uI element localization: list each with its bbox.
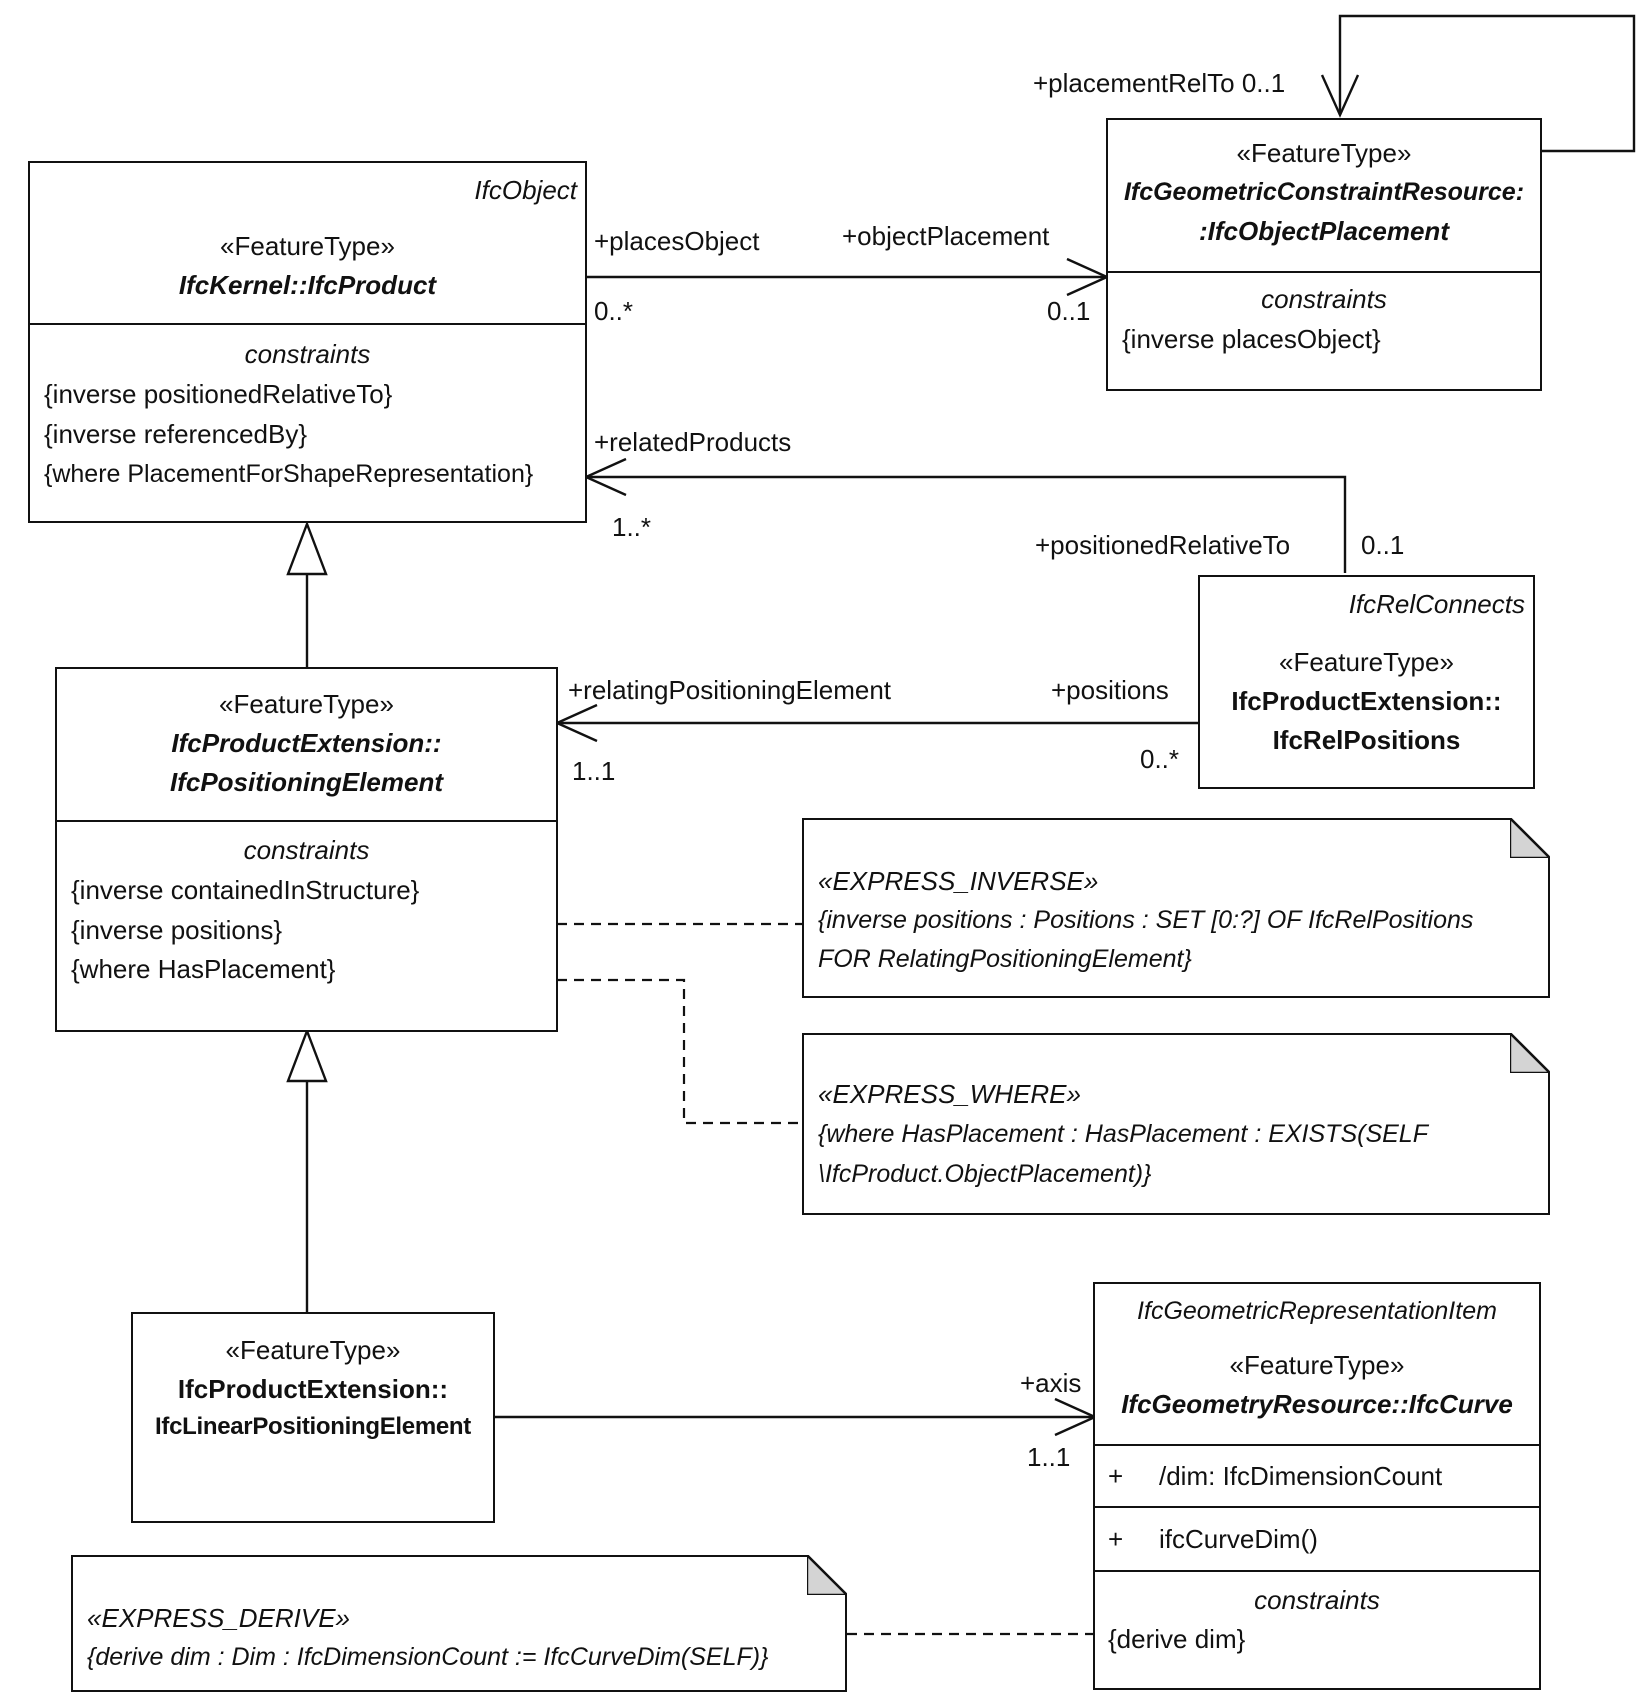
note-link-where: [557, 978, 802, 1125]
constraint-item: {inverse containedInStructure}: [71, 875, 420, 905]
note-line: \IfcProduct.ObjectPlacement)}: [818, 1160, 1152, 1188]
constraints-title: constraints: [243, 835, 370, 865]
class-name-line2: :IfcObjectPlacement: [1199, 216, 1449, 246]
related-products-line: [586, 475, 1347, 573]
class-name-line2: IfcRelPositions: [1272, 725, 1461, 755]
class-name-line1: IfcProductExtension::: [1231, 686, 1502, 716]
note-line: FOR RelatingPositioningElement}: [818, 945, 1192, 973]
multiplicity-places-object: 0..*: [594, 296, 634, 326]
stereotype-label: «FeatureType»: [1229, 1350, 1405, 1380]
note-line: {where HasPlacement : HasPlacement : EXI…: [818, 1120, 1428, 1148]
role-axis: +axis: [1020, 1368, 1082, 1398]
role-relating-positioning-element: +relatingPositioningElement: [568, 675, 892, 705]
role-placement-rel-to: +placementRelTo 0..1: [1033, 68, 1286, 98]
stereotype-label: «FeatureType»: [1236, 138, 1412, 168]
stereotype-label: «FeatureType»: [220, 231, 395, 261]
constraint-item: {inverse positionedRelativeTo}: [44, 379, 393, 409]
generalization-triangle-1: [286, 520, 328, 576]
generalization-triangle-2: [286, 1027, 328, 1083]
note-fold-corner: [1510, 1032, 1551, 1073]
multiplicity-positioned-relative-to: 0..1: [1361, 530, 1405, 560]
attribute-visibility: +: [1108, 1461, 1124, 1491]
note-express-inverse[interactable]: «EXPRESS_INVERSE» {inverse positions : P…: [802, 817, 1551, 998]
note-fold-corner: [807, 1554, 848, 1595]
operation-visibility: +: [1108, 1524, 1124, 1554]
class-ifc-object-placement[interactable]: «FeatureType» IfcGeometricConstraintReso…: [1106, 118, 1542, 391]
note-express-derive[interactable]: «EXPRESS_DERIVE» {derive dim : Dim : Ifc…: [71, 1554, 848, 1692]
class-ifc-curve[interactable]: IfcGeometricRepresentationItem «FeatureT…: [1093, 1282, 1541, 1690]
multiplicity-positions: 0..*: [1140, 744, 1180, 774]
attribute-dim: /dim: IfcDimensionCount: [1159, 1461, 1443, 1491]
stereotype-label: «FeatureType»: [219, 689, 394, 719]
constraint-item: {where PlacementForShapeRepresentation}: [44, 460, 534, 488]
compartment-divider: [30, 323, 585, 325]
constraints-title: constraints: [1254, 1585, 1380, 1615]
note-express-where[interactable]: «EXPRESS_WHERE» {where HasPlacement : Ha…: [802, 1032, 1551, 1215]
class-name: IfcKernel::IfcProduct: [178, 270, 437, 300]
compartment-divider: [1095, 1570, 1539, 1572]
stereotype-label: «FeatureType»: [225, 1335, 401, 1365]
class-name-line2: IfcPositioningElement: [169, 767, 444, 797]
role-positions: +positions: [1051, 675, 1169, 705]
compartment-divider: [1108, 271, 1540, 273]
role-related-products: +relatedProducts: [594, 427, 792, 457]
class-name-line1: IfcProductExtension::: [171, 728, 442, 758]
role-positioned-relative-to: +positionedRelativeTo: [1035, 530, 1291, 560]
constraint-item: {where HasPlacement}: [71, 954, 336, 984]
role-places-object: +placesObject: [594, 226, 760, 256]
compartment-divider: [1095, 1444, 1539, 1446]
class-name: IfcGeometryResource::IfcCurve: [1121, 1389, 1513, 1419]
class-ifc-positioning-element[interactable]: «FeatureType» IfcProductExtension:: IfcP…: [55, 667, 558, 1032]
compartment-divider: [57, 820, 556, 822]
note-stereotype: «EXPRESS_DERIVE»: [87, 1603, 351, 1633]
class-ifc-linear-positioning-element[interactable]: «FeatureType» IfcProductExtension:: IfcL…: [131, 1312, 495, 1523]
class-name-line1: IfcProductExtension::: [177, 1374, 449, 1404]
parent-class-label: IfcRelConnects: [1348, 589, 1525, 619]
stereotype-label: «FeatureType»: [1279, 647, 1454, 677]
self-association-arrowhead: [1320, 74, 1360, 118]
parent-class-label: IfcObject: [474, 175, 577, 205]
operation-ifc-curve-dim: ifcCurveDim(): [1159, 1524, 1318, 1554]
class-ifc-rel-positions[interactable]: IfcRelConnects «FeatureType» IfcProductE…: [1198, 575, 1535, 789]
note-fold-corner: [1510, 817, 1551, 858]
class-name-line2: IfcLinearPositioningElement: [155, 1413, 471, 1440]
constraint-item: {derive dim}: [1108, 1624, 1246, 1654]
note-stereotype: «EXPRESS_WHERE»: [818, 1079, 1081, 1109]
multiplicity-relating-positioning-element: 1..1: [572, 756, 616, 786]
self-association-line: [1338, 14, 1636, 153]
note-line: {derive dim : Dim : IfcDimensionCount :=…: [87, 1643, 769, 1671]
note-line: {inverse positions : Positions : SET [0:…: [818, 906, 1474, 934]
multiplicity-object-placement: 0..1: [1047, 296, 1091, 326]
constraint-item: {inverse referencedBy}: [44, 419, 308, 449]
multiplicity-related-products: 1..*: [612, 512, 652, 542]
constraint-item: {inverse positions}: [71, 915, 283, 945]
parent-class-label: IfcGeometricRepresentationItem: [1137, 1297, 1497, 1325]
constraint-item: {inverse placesObject}: [1122, 324, 1381, 354]
note-stereotype: «EXPRESS_INVERSE»: [818, 866, 1099, 896]
role-object-placement: +objectPlacement: [842, 221, 1050, 251]
multiplicity-axis: 1..1: [1027, 1442, 1071, 1472]
class-ifc-product[interactable]: IfcObject «FeatureType» IfcKernel::IfcPr…: [28, 161, 587, 523]
constraints-title: constraints: [244, 339, 371, 369]
compartment-divider: [1095, 1506, 1539, 1508]
constraints-title: constraints: [1261, 284, 1387, 314]
class-name-line1: IfcGeometricConstraintResource:: [1123, 178, 1525, 206]
